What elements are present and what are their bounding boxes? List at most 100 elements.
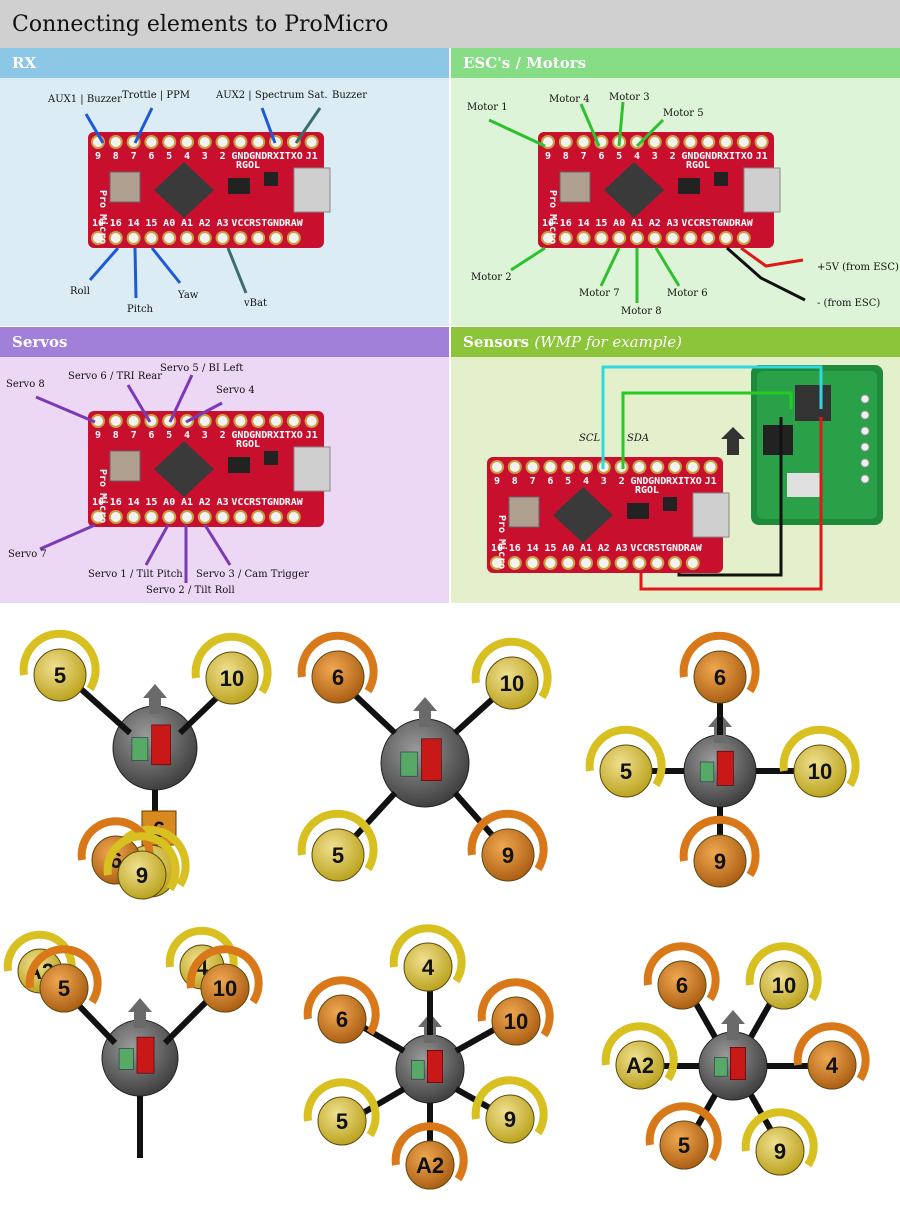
sensors-header: Sensors (WMP for example) [451, 327, 900, 357]
motor-label: 5 [336, 1109, 348, 1134]
usb-connector [692, 492, 730, 538]
pin-label-bottom: 14 [128, 218, 140, 229]
pin-label-bottom: A3 [217, 218, 229, 229]
rx-label-pitch: Pitch [127, 304, 154, 315]
pin-label-top: GND [630, 476, 648, 487]
pin-hole [144, 510, 159, 524]
pin-label-bottom: A0 [562, 543, 574, 554]
esc-label-motor6: Motor 6 [667, 288, 708, 299]
rx-label-buzzer: Buzzer [332, 90, 367, 101]
pin-hole [215, 231, 230, 245]
pin-hole [251, 135, 266, 149]
mcu-chip [154, 162, 214, 218]
pin-label-bottom: RAW [735, 218, 754, 229]
pin-label-top: 9 [95, 430, 101, 441]
frame-hub [101, 998, 179, 1097]
motor-label: 9 [714, 849, 726, 874]
pin-hole [543, 556, 558, 570]
motor-5: 5 [25, 945, 102, 1013]
pin-hole [736, 231, 751, 245]
prop-arrow [303, 1078, 380, 1138]
motor-label: 10 [808, 759, 832, 784]
pin-hole [91, 231, 105, 245]
servo-label-4: Servo 4 [216, 385, 255, 396]
pin-label-bottom: A0 [613, 218, 625, 229]
pin-label-top: 7 [530, 476, 536, 487]
motor-9: 9 [103, 832, 180, 900]
pin-label-bottom: VCC [630, 543, 648, 554]
motor-label: 5 [54, 663, 66, 688]
servo-label-2: Servo 2 / Tilt Roll [146, 585, 235, 596]
mcu-chip [604, 162, 664, 218]
pin-label-top: J1 [756, 151, 768, 162]
pin-hole [197, 135, 212, 149]
prop-arrow [745, 942, 822, 1002]
pin-label-bottom: 16 [560, 218, 572, 229]
motor-label: 9 [502, 843, 514, 868]
pin-hole [594, 231, 609, 245]
motor-label: 5 [678, 1133, 690, 1158]
pin-label-bottom: 14 [578, 218, 590, 229]
prop-arrow [793, 1022, 870, 1082]
motor-label: 6 [336, 1007, 348, 1032]
pin-hole [251, 414, 266, 428]
pin-hole [579, 556, 593, 570]
motor-5: 5 [585, 725, 666, 798]
pin-label-bottom: 10 [92, 218, 104, 229]
pin-label-bottom: 10 [491, 543, 503, 554]
motor-9: 9 [467, 809, 548, 882]
pin-hole [632, 460, 647, 474]
servo-label-7: Servo 7 [8, 549, 47, 560]
pin-label-top: 2 [619, 476, 625, 487]
pin-hole [144, 135, 159, 149]
motor-label: 5 [332, 843, 344, 868]
pin-hole [650, 556, 665, 570]
pin-hole [668, 556, 682, 570]
pin-label-bottom: RST [648, 543, 666, 554]
pin-hole [685, 460, 700, 474]
pin-label-top: GND [231, 151, 249, 162]
prop-arrow [19, 629, 100, 692]
regulator [228, 178, 250, 194]
pin-label-top: RXI [666, 476, 684, 487]
pin-hole [286, 135, 301, 149]
prop-arrow [601, 1022, 678, 1082]
crystal [559, 171, 591, 203]
wmp-sensor-board [751, 365, 883, 525]
esc-label-motor3: Motor 3 [609, 92, 650, 103]
pin-label-top: 3 [202, 151, 208, 162]
rx-header: RX [0, 48, 449, 78]
orientation-arrow [721, 427, 745, 455]
pin-hole [668, 460, 682, 474]
motor-10: 10 [477, 978, 554, 1046]
motor-label: 6 [332, 665, 344, 690]
servo-wires [35, 374, 232, 583]
pin-hole [269, 510, 283, 524]
motor-9: 9 [741, 1108, 818, 1176]
regulator [627, 503, 649, 519]
page-title: Connecting elements to ProMicro [12, 12, 389, 37]
motor-A2: A2 [601, 1022, 678, 1090]
pin-label-top: J1 [306, 151, 318, 162]
pin-label-top: 6 [148, 430, 154, 441]
prop-arrow [779, 725, 860, 788]
pin-hole [490, 460, 504, 474]
pin-hole [91, 510, 105, 524]
esc-label-minus: - (from ESC) [817, 298, 880, 309]
pin-label-top: TXO [285, 151, 303, 162]
pin-label-top: 3 [601, 476, 607, 487]
pin-label-top: RXI [267, 151, 285, 162]
pin-hole [683, 135, 698, 149]
motor-4: 4 [793, 1022, 870, 1090]
prop-arrow [191, 632, 272, 695]
pin-label-bottom: A1 [181, 218, 193, 229]
motor-label: 9 [136, 863, 148, 888]
motor-9: 9 [471, 1076, 548, 1144]
rx-header-label: RX [12, 54, 37, 72]
frame-hub [698, 1010, 768, 1101]
pin-label-bottom: GND [267, 497, 285, 508]
sensors-title: Sensors [463, 333, 530, 351]
